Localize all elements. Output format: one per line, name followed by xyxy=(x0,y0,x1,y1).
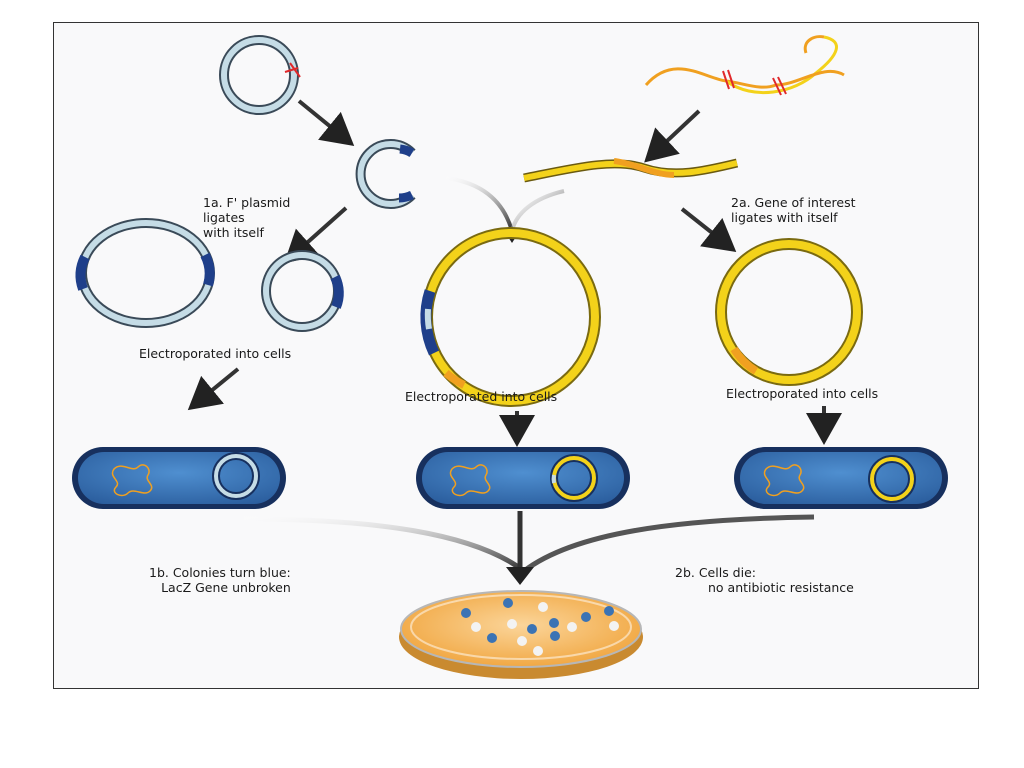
arrow-merge-right xyxy=(510,189,565,232)
label-1a-line1: 1a. F' plasmid xyxy=(203,195,291,210)
label-1b: 1b. Colonies turn blue: LacZ Gene unbrok… xyxy=(149,565,291,595)
label-2a-line2: ligates with itself xyxy=(731,210,838,225)
bacterial-cell-left xyxy=(72,447,286,509)
label-2b: 2b. Cells die: no antibiotic resistance xyxy=(675,565,854,595)
label-1a-line3: with itself xyxy=(203,225,264,240)
colonies xyxy=(461,598,619,656)
petri-dish xyxy=(399,590,643,679)
arrow-merge-left xyxy=(445,176,514,232)
label-1a-line2: ligates xyxy=(203,210,245,225)
label-electroporated-right: Electroporated into cells xyxy=(726,386,879,401)
self-ligated-gene xyxy=(715,238,863,386)
bacterial-cell-middle xyxy=(416,447,630,509)
arrow-to-small-plasmid xyxy=(284,206,348,264)
arrow-converge-head xyxy=(506,567,534,585)
religated-plasmid-large xyxy=(75,218,215,328)
cut-gene xyxy=(523,158,739,183)
arrow-to-cell-left xyxy=(187,367,240,411)
label-2a: 2a. Gene of interest ligates with itself xyxy=(731,195,856,225)
label-2a-line1: 2a. Gene of interest xyxy=(731,195,856,210)
label-2b-line2: no antibiotic resistance xyxy=(708,580,854,595)
label-1b-line1: 1b. Colonies turn blue: xyxy=(149,565,291,580)
arrow-cut-gene xyxy=(644,109,701,163)
cloning-diagram: 1a. F' plasmid ligates with itself 2a. G… xyxy=(53,22,979,689)
cut-plasmid xyxy=(355,139,416,209)
label-1b-line2: LacZ Gene unbroken xyxy=(161,580,291,595)
recombinant-plasmid xyxy=(420,227,601,407)
label-2b-line1: 2b. Cells die: xyxy=(675,565,756,580)
label-1a: 1a. F' plasmid ligates with itself xyxy=(203,195,290,240)
diagram-canvas xyxy=(72,35,948,679)
label-electroporated-left: Electroporated into cells xyxy=(139,346,292,361)
gene-of-interest-source xyxy=(644,35,845,96)
arrow-cut-plasmid xyxy=(297,99,355,147)
arrow-to-gene-circle xyxy=(680,207,737,252)
arrow-converge-left xyxy=(243,516,526,573)
label-electroporated-middle: Electroporated into cells xyxy=(405,389,558,404)
arrow-converge-right xyxy=(522,514,815,573)
religated-plasmid-small xyxy=(261,250,344,332)
bacterial-cell-right xyxy=(734,447,948,509)
f-plasmid-intact xyxy=(219,35,301,115)
